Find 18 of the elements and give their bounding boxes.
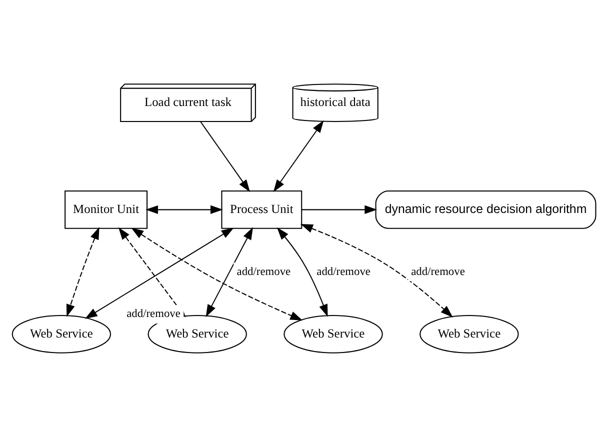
arrow [146,205,223,214]
node-box: Monitor Unit [64,190,148,229]
node-ellipse: Web Service [420,314,519,354]
node-ellipse: Web Service [12,314,112,354]
arrow [66,226,100,317]
arrow [300,224,453,318]
node-ellipse: Web Service [284,314,383,354]
edge-label: add/remove [316,266,370,278]
node-box: dynamic resource decision algorithm [375,190,596,229]
arrow [302,205,378,214]
arrow [200,121,250,192]
node-box: Process Unit [221,190,302,229]
arrow [276,227,328,317]
edge-label: add/remove [236,266,291,278]
arrow [206,227,254,318]
arrow [273,120,324,192]
arrow [131,228,303,321]
edge-label: add/remove [411,266,465,278]
